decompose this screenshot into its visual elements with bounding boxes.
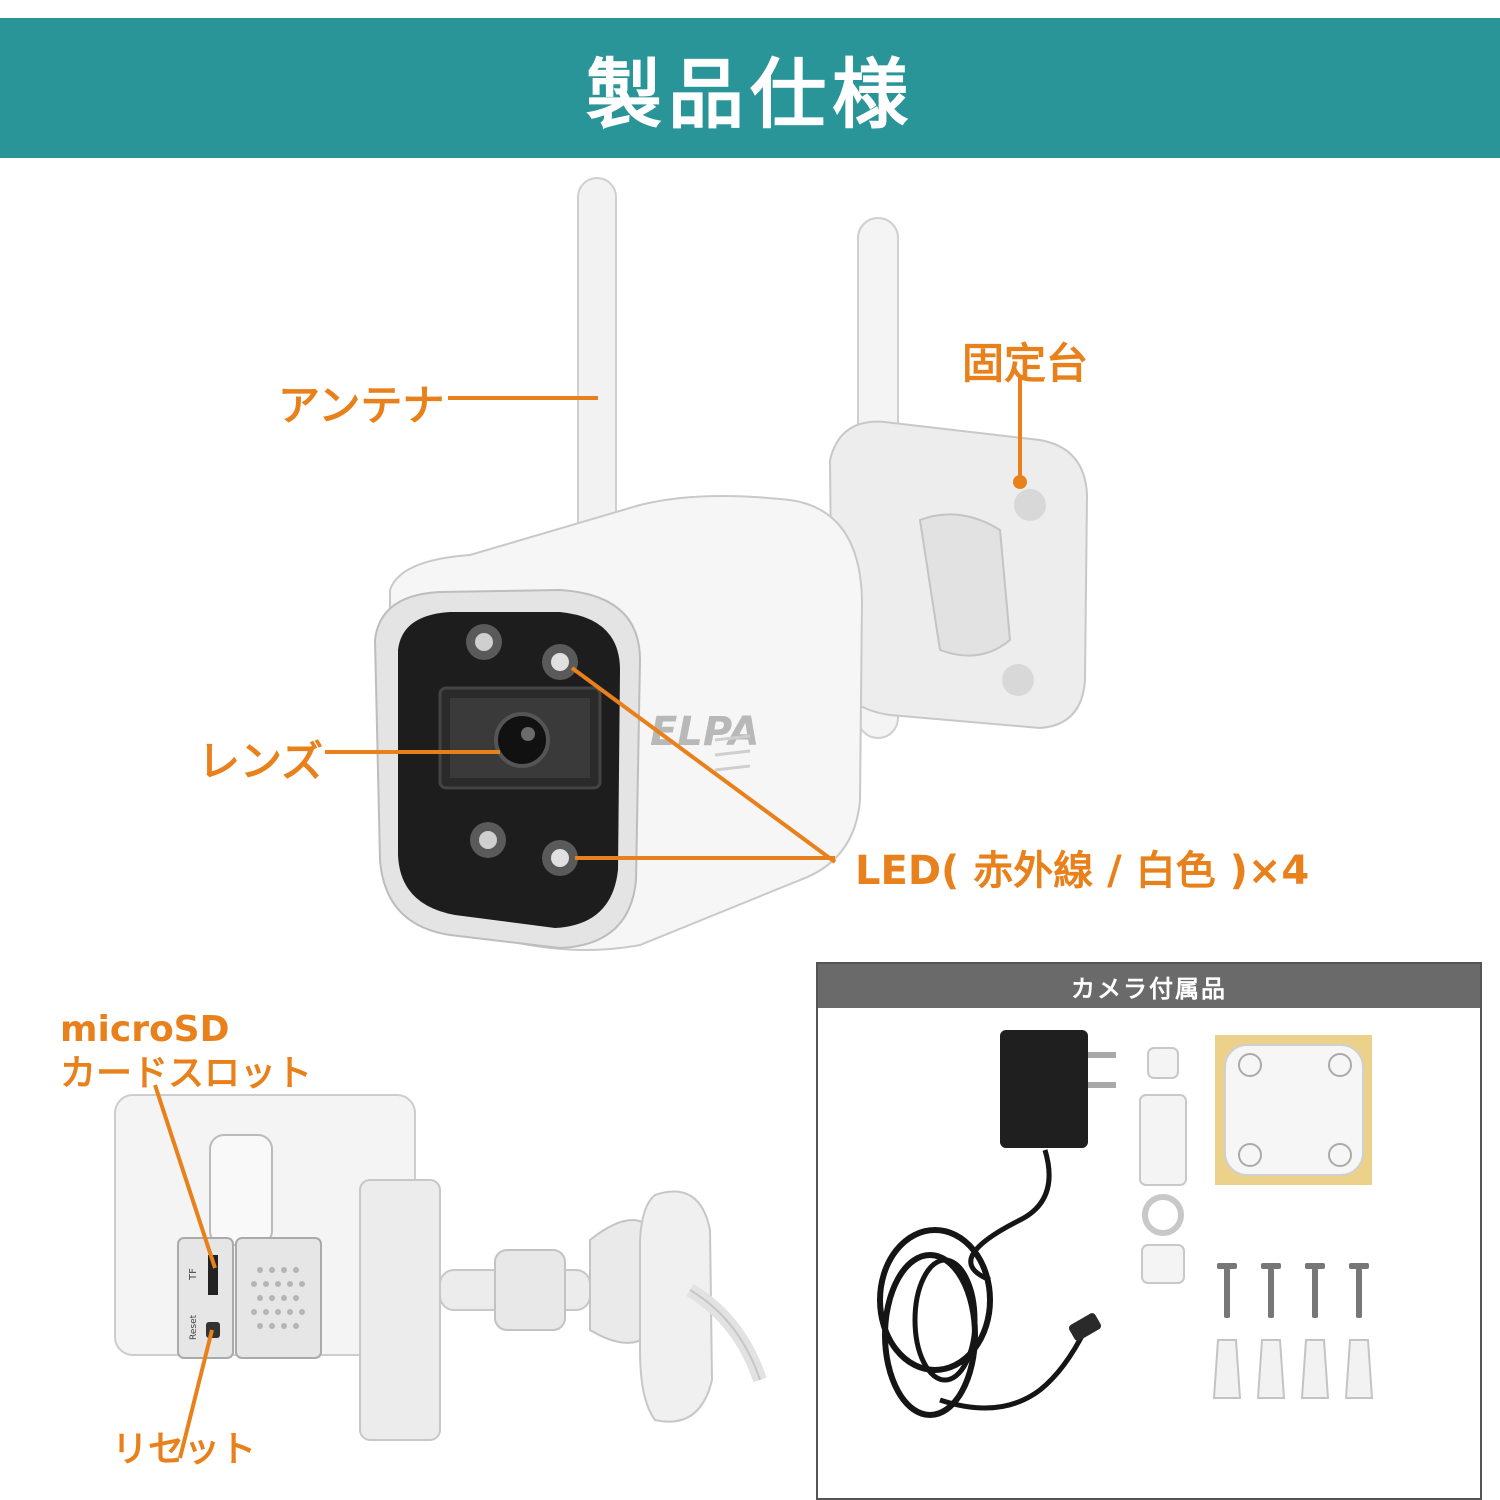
side-view-camera: TF Reset: [114, 1094, 767, 1441]
slot-tf-label: TF: [188, 1268, 199, 1281]
antenna-left: [577, 177, 617, 569]
mount-base: [828, 420, 1089, 730]
label-microsd-line1: microSD: [60, 1009, 230, 1050]
camera-body: ELPA: [373, 495, 864, 951]
label-microsd-line2: カードスロット: [60, 1053, 313, 1094]
side-callout-lines: [153, 1084, 217, 1459]
accessory-items: [877, 1030, 1374, 1418]
brand-logo: ELPA: [650, 709, 759, 755]
label-led: LED( 赤外線 / 白色 )×4: [855, 848, 1310, 894]
power-adapter: [877, 1030, 1116, 1418]
slot-reset-label: Reset: [189, 1314, 199, 1340]
label-reset: リセット: [112, 1429, 257, 1470]
mounting-sticker: [1215, 1035, 1372, 1185]
callout-lines: [325, 378, 1027, 864]
screws: [1217, 1263, 1369, 1318]
waterproof-connector: [1139, 1047, 1187, 1284]
label-lens: レンズ: [198, 737, 324, 786]
label-mount: 固定台: [962, 339, 1089, 388]
page-title: 製品仕様: [586, 50, 914, 139]
page-header: 製品仕様: [0, 18, 1500, 158]
label-microsd: microSD カードスロット: [60, 1008, 312, 1096]
wall-anchors: [1212, 1339, 1374, 1399]
label-antenna: アンテナ: [278, 381, 445, 430]
